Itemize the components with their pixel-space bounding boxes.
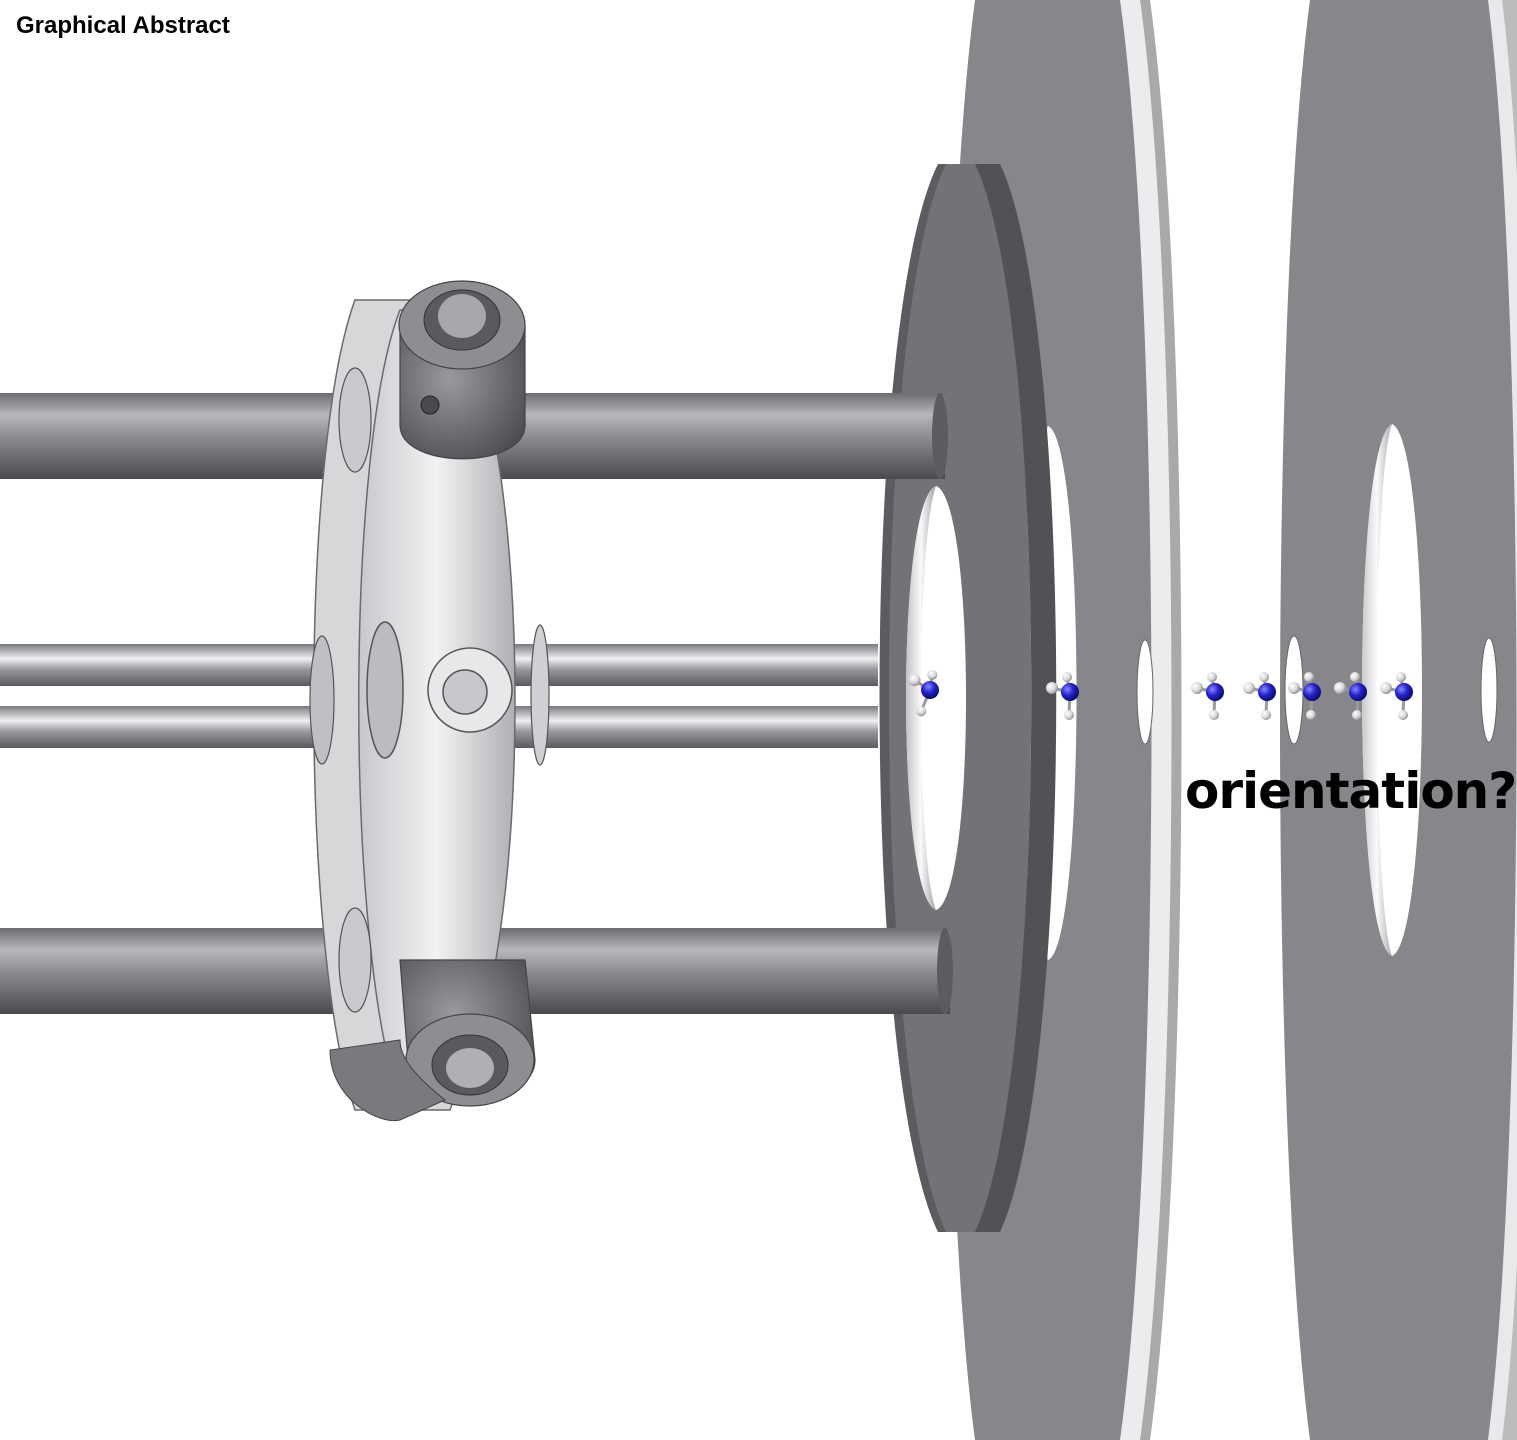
- ring-mount: [309, 299, 550, 1111]
- page-title: Graphical Abstract: [16, 12, 230, 39]
- plate-far-right: [1280, 0, 1517, 1440]
- ammonia-molecule-icon: [1189, 670, 1226, 722]
- top-clamp: [398, 280, 526, 460]
- bottom-clamp: [329, 959, 536, 1122]
- plate-front: [879, 164, 1057, 1232]
- ammonia-molecule-icon: [1241, 670, 1278, 722]
- orientation-label: orientation?: [1185, 762, 1517, 820]
